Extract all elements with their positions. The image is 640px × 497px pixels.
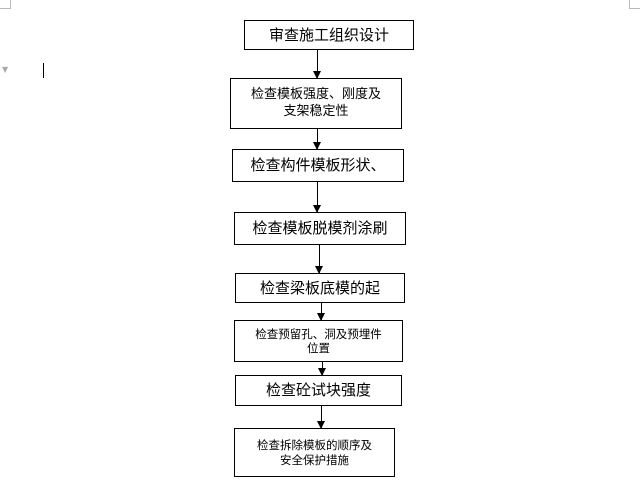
page-corner-mark-top-right <box>629 0 640 9</box>
flow-step-text-line1: 检查模板强度、刚度及 <box>250 87 381 103</box>
flow-step-check-concrete-test-block: 检查砼试块强度 <box>235 375 402 406</box>
flow-step-text-line1: 检查预留孔、洞及预埋件 <box>255 326 382 341</box>
flow-step-text-line1: 检查拆除模板的顺序及 <box>257 438 372 453</box>
flow-step-text: 检查构件模板形状、 <box>250 156 386 175</box>
flow-step-text-line2: 位置 <box>307 341 330 355</box>
flow-step-review-construction-design: 审查施工组织设计 <box>244 20 414 50</box>
flow-step-text-line2: 安全保护措施 <box>280 452 349 467</box>
flow-step-text: 检查砼试块强度 <box>265 381 371 400</box>
flow-step-check-component-shape: 检查构件模板形状、 <box>232 149 404 182</box>
flow-step-check-release-agent: 检查模板脱模剂涂刷 <box>234 212 406 245</box>
flow-arrow <box>318 362 326 376</box>
flow-arrow <box>313 50 321 79</box>
flow-step-check-beam-slab-bottom: 检查梁板底模的起 <box>235 273 405 303</box>
flow-step-text: 检查模板脱模剂涂刷 <box>252 219 388 238</box>
flow-arrow <box>315 245 323 274</box>
page-corner-mark-top-left <box>0 0 11 9</box>
flow-arrow <box>317 406 325 429</box>
flow-step-check-formwork-strength: 检查模板强度、刚度及 支架稳定性 <box>230 78 402 129</box>
flow-arrow <box>313 182 321 213</box>
flow-step-text: 审查施工组织设计 <box>268 25 389 44</box>
flow-step-text: 检查梁板底模的起 <box>259 278 380 297</box>
text-cursor <box>43 63 44 78</box>
flow-step-check-reserved-holes: 检查预留孔、洞及预埋件 位置 <box>234 320 403 362</box>
flow-step-check-removal-sequence: 检查拆除模板的顺序及 安全保护措施 <box>234 428 395 477</box>
flow-step-text-line2: 支架稳定性 <box>283 103 349 119</box>
collapse-triangle-icon[interactable]: ▼ <box>2 65 9 74</box>
flow-arrow <box>313 129 321 150</box>
flow-arrow <box>317 303 325 321</box>
